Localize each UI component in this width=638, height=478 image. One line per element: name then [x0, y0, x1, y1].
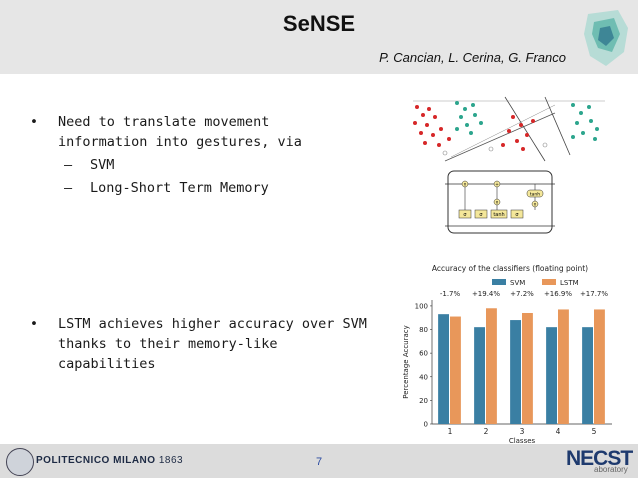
x-tick-label: 2	[484, 427, 489, 436]
shield-logo-icon	[584, 10, 628, 66]
x-tick-label: 1	[448, 427, 453, 436]
bar-lstm	[450, 316, 461, 424]
page-number: 7	[315, 456, 323, 468]
bar-lstm	[522, 312, 533, 424]
lstm-gate-label: σ	[463, 212, 467, 218]
slide-title: SeNSE	[282, 11, 356, 36]
y-tick-label: 100	[415, 302, 428, 310]
sub-item-lstm: Long-Short Term Memory	[30, 178, 360, 198]
bar-svm	[474, 327, 485, 424]
lab-logo-sub: aboratory	[594, 465, 628, 474]
delta-annotation: +19.4%	[472, 290, 500, 298]
svm-scatter-diagram	[413, 96, 605, 162]
x-tick-label: 5	[592, 427, 597, 436]
slide-authors: P. Cancian, L. Cerina, G. Franco	[379, 50, 566, 65]
legend-swatch	[542, 279, 556, 285]
bullet-list-top: Need to translate movement information i…	[30, 112, 360, 198]
y-axis-label: Percentage Accuracy	[402, 325, 410, 399]
y-tick-label: 20	[419, 397, 428, 405]
lstm-op-label: x	[464, 183, 467, 188]
legend-label: SVM	[510, 279, 525, 287]
lstm-gate-label: tanh	[493, 212, 504, 218]
y-tick-label: 60	[419, 350, 428, 358]
bar-lstm	[594, 309, 605, 424]
lstm-op-label: tanh	[530, 192, 540, 198]
bar-lstm	[486, 308, 497, 424]
bar-svm	[546, 327, 557, 424]
x-axis-label: Classes	[509, 437, 536, 445]
y-tick-label: 80	[419, 326, 428, 334]
legend-label: LSTM	[560, 279, 579, 287]
slide-header	[0, 0, 638, 74]
delta-annotation: -1.7%	[440, 290, 461, 298]
lstm-op-label: x	[534, 203, 537, 208]
bullet-item: LSTM achieves higher accuracy over SVM t…	[30, 314, 370, 374]
lstm-op-label: x	[496, 201, 499, 206]
bar-lstm	[558, 309, 569, 424]
bar-svm	[582, 327, 593, 424]
x-tick-label: 3	[520, 427, 525, 436]
y-tick-label: 40	[419, 373, 428, 381]
bullet-item: Need to translate movement information i…	[30, 112, 360, 152]
bar-svm	[438, 314, 449, 424]
university-name: POLITECNICO MILANO 1863	[36, 455, 183, 466]
legend-swatch	[492, 279, 506, 285]
delta-annotation: +7.2%	[510, 290, 534, 298]
university-year: 1863	[158, 455, 184, 466]
lstm-cell-diagram: tanh x + x x σ σ tanh σ	[445, 170, 555, 234]
lab-logo: NECST aboratory	[566, 447, 633, 475]
delta-annotation: +17.7%	[580, 290, 608, 298]
x-tick-label: 4	[556, 427, 561, 436]
lab-logo-main: NECST	[566, 447, 633, 470]
footer-bar	[0, 444, 638, 478]
university-seal-icon	[6, 448, 34, 476]
chart-title: Accuracy of the classifiers (floating po…	[432, 264, 588, 273]
bar-svm	[510, 320, 521, 424]
lstm-gate-label: σ	[479, 212, 483, 218]
lstm-op-label: +	[495, 182, 499, 188]
lstm-gate-label: σ	[515, 212, 519, 218]
accuracy-bar-chart: Accuracy of the classifiers (floating po…	[402, 264, 612, 445]
y-tick-label: 0	[424, 421, 428, 429]
sub-item-svm: SVM	[30, 155, 360, 175]
delta-annotation: +16.9%	[544, 290, 572, 298]
university-label: POLITECNICO MILANO	[36, 455, 156, 466]
bullet-list-bottom: LSTM achieves higher accuracy over SVM t…	[30, 314, 370, 374]
